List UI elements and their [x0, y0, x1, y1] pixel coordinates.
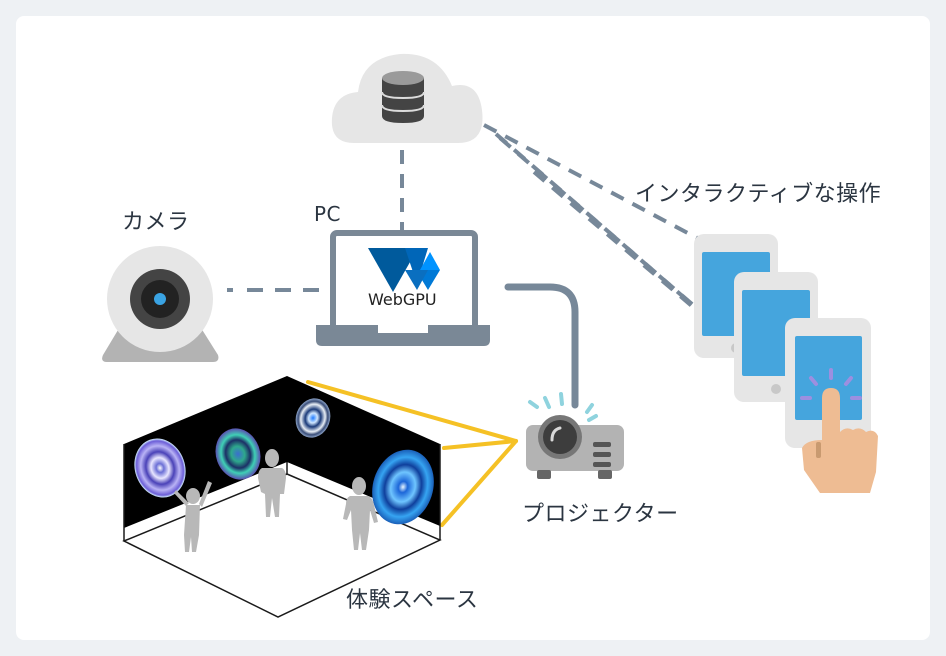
projector-device	[526, 392, 624, 479]
smartphones	[694, 234, 878, 493]
database-icon	[381, 71, 425, 123]
person-figure-2	[258, 449, 286, 517]
mandala-image-4	[372, 449, 434, 525]
mandala-image-2	[215, 428, 261, 480]
webgpu-logo	[368, 248, 440, 292]
pc-label: PC	[314, 202, 342, 226]
laptop-screen-frame	[330, 230, 478, 332]
projector-glow-icon	[528, 392, 598, 422]
cloud-server	[331, 53, 483, 144]
mandala-image-1	[134, 438, 186, 498]
connector-cloud-phones	[483, 123, 784, 384]
camera-lens-dot	[154, 293, 166, 305]
camera-device	[102, 246, 219, 362]
projector-label: プロジェクター	[522, 502, 679, 527]
projection-beams	[306, 380, 518, 527]
camera-label: カメラ	[122, 210, 190, 235]
smartphone-3	[785, 318, 871, 448]
hand-icon	[802, 388, 878, 493]
touch-ripple-icon	[800, 368, 862, 400]
mandala-image-3	[295, 398, 331, 438]
phones-label: インタラクティブな操作	[635, 182, 882, 207]
pc-laptop	[316, 230, 490, 346]
person-figure-1	[174, 481, 212, 552]
experience-space	[122, 376, 442, 618]
person-figure-3	[343, 477, 378, 550]
laptop-base	[316, 325, 490, 346]
space-label: 体験スペース	[346, 588, 479, 613]
connector-pc-projector	[504, 283, 579, 409]
webgpu-logo-text: WebGPU	[368, 290, 437, 309]
